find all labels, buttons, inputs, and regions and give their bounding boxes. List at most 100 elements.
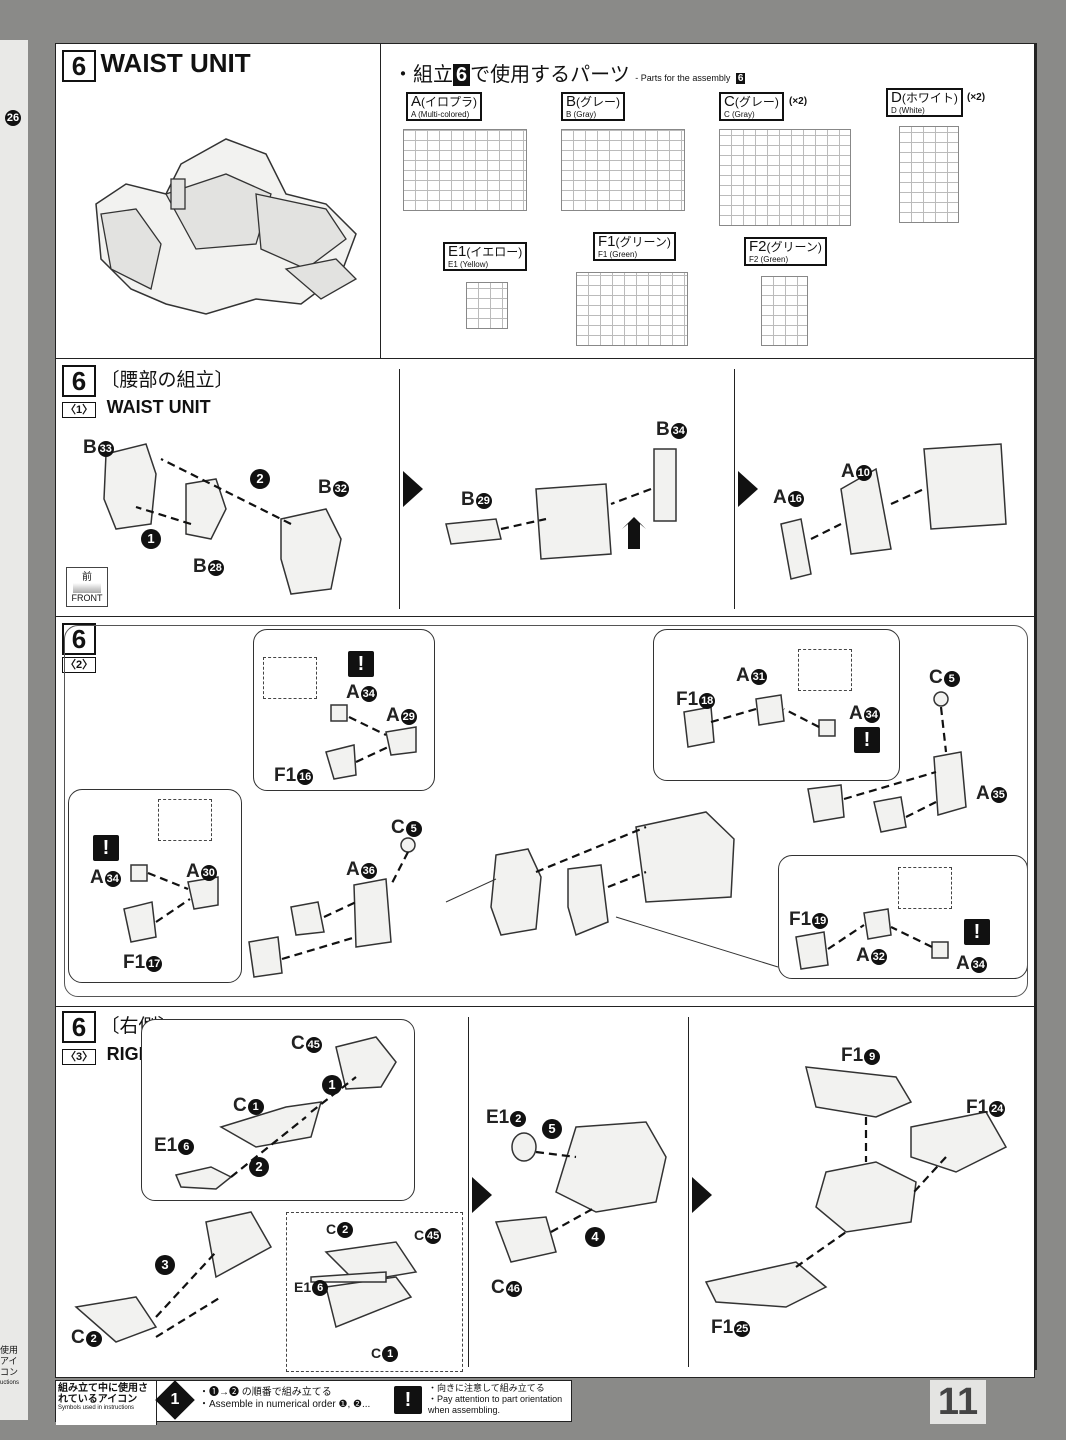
runner-label-e1: E1(イエロー) E1 (Yellow) <box>443 242 528 271</box>
order-badge-2: 2 <box>248 1157 269 1177</box>
section-3-panel: 6 〔右側〕 〈3〉 RIGHT SIDE C45 C1 <box>55 1006 1035 1378</box>
order-badge-2: 2 <box>249 469 270 489</box>
warning-icon: ! <box>93 835 119 861</box>
section-2-panel: 6 〈2〉 <box>55 616 1035 1008</box>
warning-icon: ! <box>854 727 880 753</box>
runner-label-a: A(イロプラ) A (Multi-colored) <box>406 92 483 121</box>
legend-title: 組み立て中に使用されているアイコン Symbols used in instru… <box>56 1381 157 1425</box>
runner-label-f2: F2(グリーン) F2 (Green) <box>744 237 827 266</box>
divider <box>734 369 735 609</box>
waist-unit-overview-panel: 6 WAIST UNIT <box>55 43 382 360</box>
runner-d-sprue <box>899 126 959 223</box>
step-arrow <box>472 1177 492 1213</box>
runner-b-sprue <box>561 129 685 211</box>
hint-box-a31 <box>798 649 852 691</box>
left-margin-strip <box>0 40 28 1420</box>
waist-unit-illustration <box>95 138 358 315</box>
warn-legend-text: ・向きに注意して組み立てる ・Pay attention to part ori… <box>428 1383 563 1415</box>
warn-legend-icon: ! <box>394 1386 422 1414</box>
runner-a-sprue <box>403 129 527 211</box>
order-legend-icon: 1 <box>155 1380 195 1420</box>
runner-c-sprue <box>719 129 851 226</box>
warning-icon: ! <box>964 919 990 945</box>
hint-box-a30 <box>158 799 212 841</box>
outer-frame <box>64 625 1028 997</box>
runner-d-qty: (×2) <box>967 92 986 103</box>
section-2-diagram <box>123 691 967 978</box>
runner-f1-sprue <box>576 272 688 346</box>
hint-box-a29 <box>263 657 317 699</box>
order-badge-5: 5 <box>541 1119 562 1139</box>
step-title: 6 WAIST UNIT <box>62 48 251 82</box>
section-1-header: 6 〔腰部の組立〕 <box>62 365 233 397</box>
runner-label-b: B(グレー) B (Gray) <box>561 92 626 121</box>
section-1-diagram <box>103 443 1007 595</box>
order-badge-3: 3 <box>154 1255 175 1275</box>
warning-icon: ! <box>348 651 374 677</box>
runner-label-f1: F1(グリーン) F1 (Green) <box>593 232 676 261</box>
step-title-text: WAIST UNIT <box>100 48 251 78</box>
detail-view-box <box>286 1212 463 1372</box>
page-number: 11 <box>930 1380 986 1424</box>
runner-c-qty: (×2) <box>789 96 808 107</box>
legend-bar: 組み立て中に使用されているアイコン Symbols used in instru… <box>55 1380 572 1425</box>
step-arrow <box>738 471 758 507</box>
runner-label-c: C(グレー) C (Gray) <box>719 92 784 121</box>
step-arrow <box>692 1177 712 1213</box>
runner-f2-sprue <box>761 276 808 346</box>
front-arrow-icon <box>73 583 101 593</box>
runner-e1-sprue <box>466 282 508 329</box>
divider <box>399 369 400 609</box>
section-3-diagram <box>74 1036 1008 1343</box>
order-legend-text: ・❶→❷ の順番で組み立てる ・Assemble in numerical or… <box>199 1387 371 1410</box>
left-margin-badge: 26 <box>5 110 21 126</box>
hint-box-a32 <box>898 867 952 909</box>
step-number: 6 <box>62 50 96 82</box>
order-badge-1: 1 <box>321 1075 342 1095</box>
divider <box>688 1017 689 1367</box>
step-arrow <box>403 471 423 507</box>
order-badge-4: 4 <box>584 1227 605 1247</box>
runner-label-d: D(ホワイト) D (White) <box>886 88 963 117</box>
section-1-subheader: 〈1〉 WAIST UNIT <box>62 397 211 418</box>
order-badge-1: 1 <box>140 529 161 549</box>
